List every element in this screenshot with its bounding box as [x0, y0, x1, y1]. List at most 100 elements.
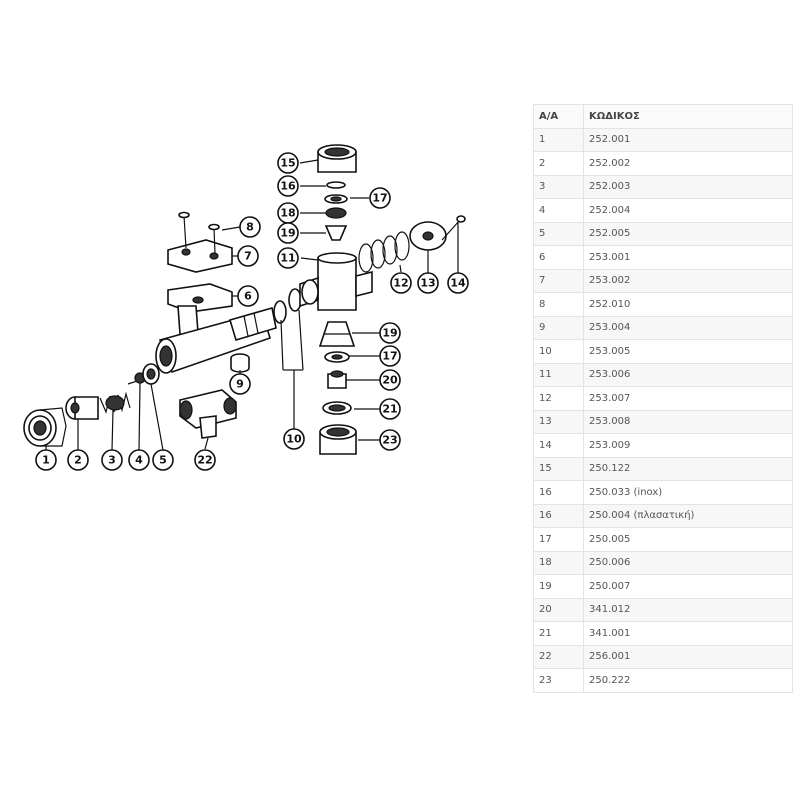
code-cell: 341.012: [583, 597, 793, 622]
part-22-tee-fitting: [179, 389, 237, 439]
callout-11-label: 11: [280, 252, 295, 265]
code-cell: 252.010: [583, 292, 793, 317]
part-9-nut: [230, 353, 250, 373]
callout-6-label: 6: [244, 290, 252, 303]
parts-drawing: [23, 144, 466, 455]
table-header-row: Α/Α ΚΩΔΙΚΟΣ: [533, 104, 793, 129]
part-13-cap: [409, 221, 447, 251]
callout-6: 6: [237, 285, 259, 307]
callout-17-bottom: 17: [379, 345, 401, 367]
callout-16-label: 16: [280, 180, 296, 193]
code-cell: 341.001: [583, 621, 793, 646]
item-cell: 2: [533, 151, 584, 176]
callout-15-label: 15: [280, 157, 295, 170]
callout-2-label: 2: [74, 454, 82, 467]
code-cell: 253.002: [583, 268, 793, 293]
part-19-cone-top: [324, 225, 348, 241]
item-cell: 10: [533, 339, 584, 364]
code-cell: 252.003: [583, 174, 793, 199]
item-cell: 16: [533, 480, 584, 505]
part-2-plug: [65, 396, 99, 420]
part-10-o-rings: [273, 288, 302, 324]
callout-11: 11: [277, 247, 299, 269]
item-cell: 23: [533, 668, 584, 693]
item-cell: 19: [533, 574, 584, 599]
callout-10-label: 10: [286, 433, 302, 446]
part-5-washer: [142, 363, 160, 385]
item-cell: 22: [533, 644, 584, 669]
callout-23: 23: [379, 429, 401, 451]
callout-17-bottom-label: 17: [382, 350, 397, 363]
code-cell: 253.004: [583, 315, 793, 340]
callout-12: 12: [390, 272, 412, 294]
code-cell: 253.007: [583, 386, 793, 411]
callout-14: 14: [447, 272, 469, 294]
callout-8-label: 8: [246, 221, 254, 234]
code-cell: 250.222: [583, 668, 793, 693]
callout-4: 4: [128, 449, 150, 471]
code-cell: 253.008: [583, 409, 793, 434]
callout-17-top: 17: [369, 187, 391, 209]
part-16-washer: [326, 181, 346, 189]
item-cell: 12: [533, 386, 584, 411]
item-cell: 17: [533, 527, 584, 552]
code-cell: 250.122: [583, 456, 793, 481]
callout-19-bottom-label: 19: [382, 327, 397, 340]
callout-1-label: 1: [42, 454, 50, 467]
part-8-screws: [178, 211, 220, 255]
callout-20-label: 20: [382, 374, 398, 387]
part-11-body: [299, 252, 373, 311]
part-20-nut: [327, 370, 347, 389]
callout-21: 21: [379, 398, 401, 420]
callout-10: 10: [283, 428, 305, 450]
callout-22: 22: [194, 449, 216, 471]
callout-20: 20: [379, 369, 401, 391]
item-cell: 18: [533, 550, 584, 575]
part-7-clamp: [167, 239, 233, 273]
part-18-seat: [325, 207, 347, 219]
part-21-washer: [322, 401, 352, 415]
callout-21-label: 21: [382, 403, 397, 416]
callout-9-label: 9: [236, 378, 244, 391]
item-cell: 9: [533, 315, 584, 340]
item-cell: 8: [533, 292, 584, 317]
item-cell: 1: [533, 127, 584, 152]
callout-5-label: 5: [159, 454, 167, 467]
code-cell: 252.004: [583, 198, 793, 223]
item-cell: 3: [533, 174, 584, 199]
part-17-washer-bottom: [324, 351, 350, 363]
callout-22-label: 22: [197, 454, 212, 467]
callout-7-label: 7: [244, 250, 252, 263]
code-cell: 252.002: [583, 151, 793, 176]
part-12-spring: [358, 231, 410, 273]
code-cell: 252.005: [583, 221, 793, 246]
callout-17-top-label: 17: [372, 192, 387, 205]
callout-2: 2: [67, 449, 89, 471]
column-header-item: Α/Α: [533, 104, 584, 129]
part-19-cone-bottom: [318, 321, 356, 347]
leader-lines: [45, 159, 459, 451]
code-cell: 250.033 (inox): [583, 480, 793, 505]
item-cell: 21: [533, 621, 584, 646]
item-cell: 7: [533, 268, 584, 293]
item-cell: 20: [533, 597, 584, 622]
item-cell: 14: [533, 433, 584, 458]
callout-4-label: 4: [135, 454, 143, 467]
part-3-spring: [99, 391, 131, 414]
